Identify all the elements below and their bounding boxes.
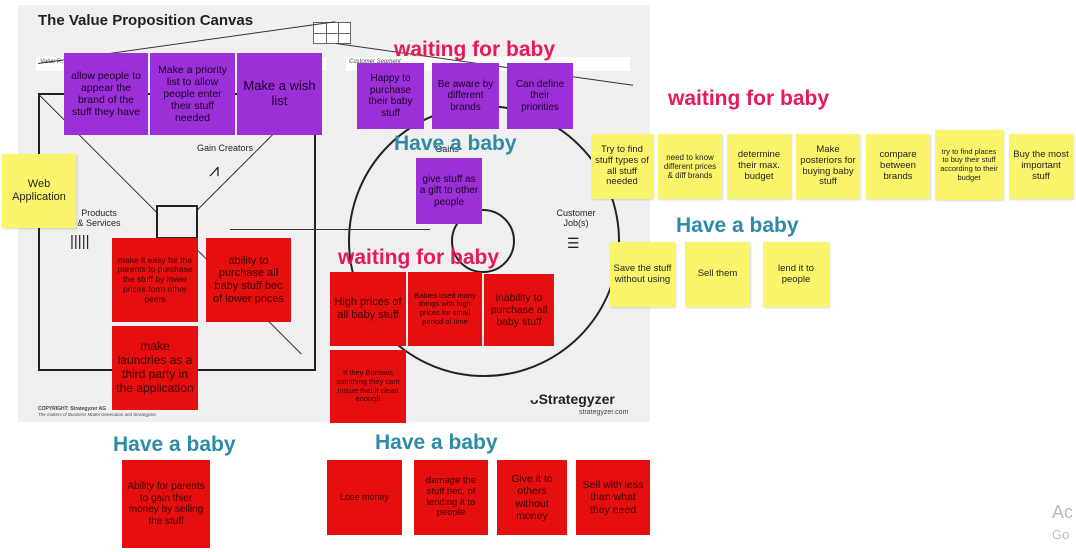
heading-have-baby-right: Have a baby [676, 214, 799, 237]
sticky-note-red[interactable]: make it easy for the parents to purchase… [112, 238, 198, 322]
heading-have-baby-bottom-left: Have a baby [113, 433, 236, 456]
heading-waiting-mid: waiting for baby [338, 246, 500, 269]
sticky-note-yellow[interactable]: try to find places to buy their stuff ac… [935, 130, 1003, 200]
sticky-note-red[interactable]: Sell with less than what they need [576, 460, 650, 535]
sticky-note-yellow[interactable]: Save the stuff without using [610, 242, 675, 307]
sticky-note-purple[interactable]: give stuff as a gift to other people [416, 158, 482, 224]
sticky-note-yellow[interactable]: Make posteriors for buying baby stuff [796, 134, 860, 199]
sticky-note-purple[interactable]: Make a wish list [237, 53, 322, 135]
sticky-note-yellow[interactable]: Sell them [685, 242, 750, 307]
strategyzer-brand-icon: ᴗ [530, 391, 539, 407]
strategyzer-brand: Strategyzer [538, 391, 615, 407]
sticky-note-red[interactable]: If they Borrows somthing they cant insur… [330, 350, 406, 423]
watermark-line1: Ac [1052, 502, 1074, 522]
sticky-note-red[interactable]: damage the stuff bec. of lending it to p… [414, 460, 488, 535]
sticky-note-yellow[interactable]: lend it to people [763, 242, 829, 307]
watermark-line2: Go [1052, 527, 1070, 542]
canvas-icon [313, 22, 351, 44]
sticky-note-yellow[interactable]: determine their max. budget [727, 134, 791, 199]
chart-icon: ⩘ [209, 160, 220, 180]
heading-have-baby-bottom-center: Have a baby [375, 431, 498, 454]
strategyzer-logo: ᴗStrategyzer [530, 391, 615, 407]
sticky-note-purple[interactable]: Happy to purchase their baby stuff [357, 63, 424, 129]
barcode-icon: ||||| [70, 233, 90, 250]
sticky-note-purple[interactable]: Can define their priorities [507, 63, 573, 129]
sticky-note-yellow[interactable]: need to know different prices & diff bra… [658, 134, 722, 199]
products-services-label: Products & Services [77, 208, 121, 228]
sticky-note-red[interactable]: make laundries as a third party in the a… [112, 326, 198, 410]
checklist-icon: ☰ [567, 235, 580, 251]
sticky-note-red[interactable]: Give it to others without money [497, 460, 567, 535]
heading-have-baby-center: Have a baby [394, 132, 517, 155]
sticky-note-red[interactable]: inability to purchase all baby stuff [484, 274, 554, 346]
customer-segment-label: Customer Segment [349, 59, 401, 65]
value-proposition-label: Value P... [40, 59, 66, 65]
fit-arrow [230, 229, 430, 230]
sticky-note-purple[interactable]: Make a priority list to allow people ent… [150, 53, 235, 135]
gift-icon [156, 205, 198, 239]
sticky-note-red[interactable]: Babies used many things with high prices… [408, 272, 482, 346]
sticky-note-red[interactable]: ability to purchase all baby stuff bec o… [206, 238, 291, 322]
sticky-note-red[interactable]: Ability for parents to gain thier money … [122, 460, 210, 548]
customer-jobs-label: Customer Job(s) [556, 208, 596, 228]
sticky-note-purple[interactable]: allow people to appear the brand of the … [64, 53, 148, 135]
sticky-note-yellow[interactable]: Buy the most important stuff [1009, 134, 1073, 199]
gain-creators-label: Gain Creators [196, 143, 254, 153]
canvas-title: The Value Proposition Canvas [38, 12, 254, 29]
sticky-note-red[interactable]: High prices of all baby stuff [330, 272, 406, 346]
sticky-note-yellow[interactable]: Web Application [2, 154, 76, 228]
gains-label: Gains [435, 144, 459, 154]
heading-waiting-right: waiting for baby [668, 87, 830, 110]
copyright-subtext: The makers of Business Model Generation … [38, 412, 157, 417]
sticky-note-yellow[interactable]: compare between brands [866, 134, 930, 199]
heading-waiting-top: waiting for baby [394, 38, 556, 61]
sticky-note-yellow[interactable]: Try to find stuff types of all stuff nee… [591, 134, 653, 199]
sticky-note-red[interactable]: Lose money [327, 460, 402, 535]
strategyzer-url: strategyzer.com [579, 409, 629, 416]
copyright-text: COPYRIGHT: Strategyzer AG [38, 406, 107, 412]
sticky-note-purple[interactable]: Be aware by different brands [432, 63, 499, 129]
